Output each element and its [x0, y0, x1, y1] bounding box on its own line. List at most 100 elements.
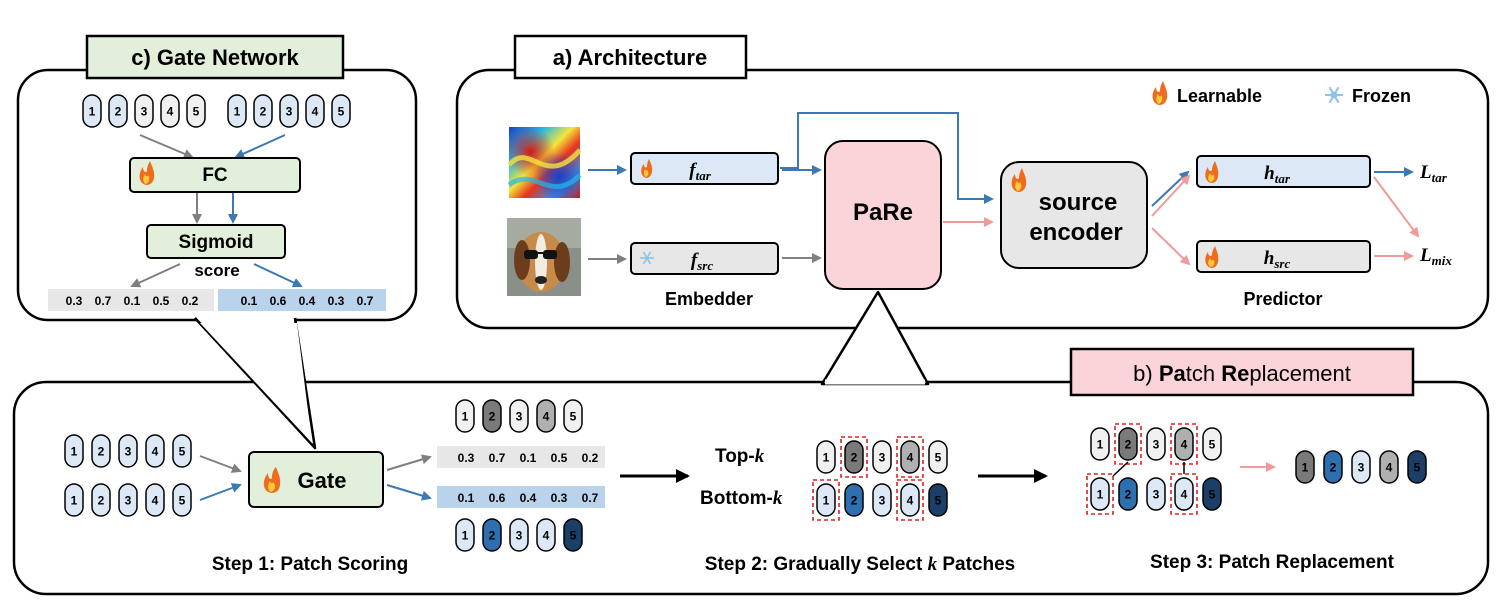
sigmoid-box — [146, 224, 286, 259]
arrow-encoder-to-hsrc — [1151, 227, 1191, 266]
patch-token — [455, 399, 475, 433]
fc-box — [129, 157, 301, 193]
fire-icon — [263, 467, 281, 493]
patch-token — [928, 483, 948, 517]
step1-score-bar-tar — [437, 486, 605, 508]
patch-token — [227, 94, 247, 128]
gn-score-bar-tar — [218, 289, 386, 311]
patch-token — [1146, 427, 1166, 461]
patch-token-number: 5 — [338, 105, 345, 119]
patch-token — [816, 483, 836, 517]
pare-box — [824, 140, 942, 290]
patch-token-number: 3 — [141, 105, 148, 119]
patch-token-number: 3 — [1153, 438, 1160, 452]
patch-token — [134, 94, 154, 128]
pde-heatmap-image — [507, 127, 582, 198]
patch-token — [160, 94, 180, 128]
patch-token — [1202, 477, 1222, 511]
step1-arrow-b-gate — [199, 483, 242, 501]
gn-score-bar-src — [48, 289, 214, 311]
f-tar-label: ftar — [689, 160, 711, 183]
patch-token — [145, 434, 165, 468]
gn-arrow-sig-score-gray — [130, 263, 181, 288]
patch-token-number: 2 — [851, 494, 858, 508]
patch-token-number: 1 — [462, 529, 469, 543]
selection-box — [896, 479, 924, 521]
patch-token-number: 5 — [179, 445, 186, 459]
dog-photo-image — [507, 218, 581, 296]
patch-token — [91, 434, 111, 468]
topk-label: Top-k — [715, 446, 765, 467]
patch-token — [536, 399, 556, 433]
patch-token — [1118, 477, 1138, 511]
legend-learnable: Learnable — [1177, 86, 1262, 106]
fire-icon — [1011, 168, 1027, 192]
patch-token — [563, 518, 583, 552]
patch-token-number: 5 — [570, 529, 577, 543]
score-value: 0.1 — [241, 294, 258, 308]
patch-token-number: 2 — [489, 529, 496, 543]
patch-token-number: 3 — [1358, 461, 1365, 475]
score-value: 0.2 — [582, 451, 599, 465]
patch-token — [563, 399, 583, 433]
patch-token — [509, 399, 529, 433]
selection-box — [1114, 423, 1142, 465]
score-value: 0.3 — [551, 491, 568, 505]
patch-token — [900, 440, 920, 474]
step2-label: Step 2: Gradually Select k Patches — [705, 554, 1015, 575]
selection-box — [896, 436, 924, 478]
gate-network-title: c) Gate Network — [131, 45, 299, 70]
patch-token — [455, 518, 475, 552]
patch-token-number: 4 — [907, 451, 914, 465]
patch-token-number: 5 — [935, 494, 942, 508]
predictor-label: Predictor — [1243, 289, 1322, 309]
patch-token-number: 4 — [1181, 438, 1188, 452]
patch-replacement-title-box — [1069, 347, 1415, 397]
f-src-box — [630, 242, 779, 275]
fire-icon — [1205, 161, 1219, 183]
sigmoid-label: Sigmoid — [179, 232, 254, 253]
score-value: 0.5 — [153, 294, 170, 308]
selection-box — [812, 479, 840, 521]
score-value: 0.4 — [520, 491, 537, 505]
patch-token-number: 1 — [234, 105, 241, 119]
selection-box — [1170, 473, 1198, 515]
selection-box — [840, 436, 868, 478]
score-value: 0.2 — [182, 294, 199, 308]
patch-token — [482, 399, 502, 433]
patch-token — [91, 483, 111, 517]
patch-token — [1295, 450, 1315, 484]
patch-token-number: 1 — [71, 445, 78, 459]
patch-token — [844, 483, 864, 517]
patch-token-number: 3 — [516, 410, 523, 424]
patch-token — [536, 518, 556, 552]
h-tar-label: htar — [1264, 163, 1291, 186]
patch-token-number: 1 — [1097, 438, 1104, 452]
patch-token-number: 4 — [312, 105, 319, 119]
patch-token-number: 1 — [1097, 488, 1104, 502]
patch-token-number: 4 — [543, 410, 550, 424]
fire-icon — [1205, 246, 1219, 268]
patch-token-number: 3 — [516, 529, 523, 543]
patch-token — [82, 94, 102, 128]
score-label: score — [194, 261, 239, 280]
f-src-label: fsrc — [691, 250, 713, 273]
patch-token-number: 4 — [152, 494, 159, 508]
patch-token — [1118, 427, 1138, 461]
step1-score-bar-src — [437, 446, 605, 468]
step1-label: Step 1: Patch Scoring — [212, 554, 408, 575]
patch-token-number: 3 — [1153, 488, 1160, 502]
loss-mix-label: Lmix — [1419, 245, 1452, 268]
patch-token-number: 5 — [1414, 461, 1421, 475]
patch-token — [172, 434, 192, 468]
patch-token — [305, 94, 325, 128]
patch-token-number: 4 — [1181, 488, 1188, 502]
patch-token — [172, 483, 192, 517]
legend-frozen: Frozen — [1352, 86, 1411, 106]
step3-swap-line-1 — [1112, 461, 1129, 477]
patch-token — [928, 440, 948, 474]
